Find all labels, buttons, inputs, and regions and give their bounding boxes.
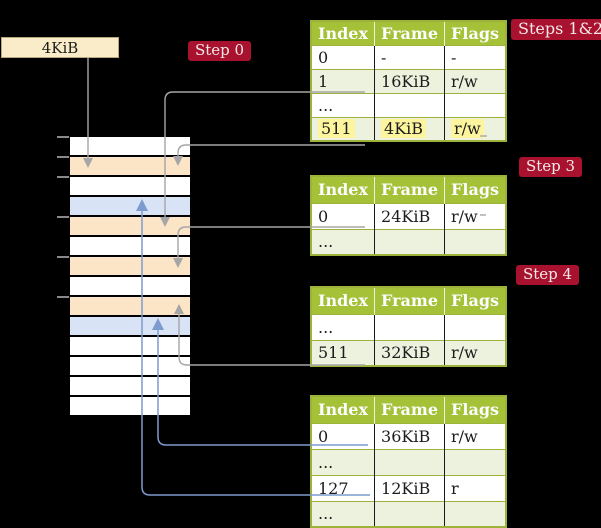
col-header-frame: Frame bbox=[374, 21, 445, 45]
table-row: ... bbox=[311, 500, 507, 527]
frame-address-label: 4KiB bbox=[41, 38, 79, 57]
table-row: 0 36KiB r/w bbox=[311, 422, 507, 449]
cell-index: ... bbox=[311, 313, 375, 340]
page-table-level1: Index Frame Flags 0 36KiB r/w ... 127 12… bbox=[310, 395, 508, 528]
cell-frame: 12KiB bbox=[374, 474, 445, 501]
col-header-flags: Flags bbox=[444, 176, 507, 203]
memory-row-white bbox=[70, 137, 190, 155]
table-header-row: Index Frame Flags bbox=[311, 21, 507, 45]
cell-frame: 36KiB bbox=[374, 422, 445, 449]
cell-flags: r/w bbox=[444, 339, 507, 366]
highlight: 511 bbox=[318, 119, 355, 139]
memory-tick bbox=[57, 256, 69, 258]
cell-frame: 32KiB bbox=[374, 339, 445, 366]
cell-flags bbox=[444, 448, 507, 475]
memory-row-white bbox=[70, 277, 190, 295]
cell-frame bbox=[374, 448, 445, 475]
cell-flags: r/w bbox=[444, 116, 507, 141]
cell-index: 0 bbox=[311, 422, 375, 449]
cell-index: 511 bbox=[311, 339, 375, 366]
table-row: 0 24KiB r/w bbox=[311, 202, 507, 229]
arrow-t1row511-to-memory bbox=[177, 144, 365, 156]
cell-flags: r/w bbox=[444, 68, 507, 93]
cell-index: 0 bbox=[311, 202, 375, 229]
table-row: 0 - - bbox=[311, 44, 507, 69]
cell-flags bbox=[444, 92, 507, 117]
memory-row-white bbox=[70, 237, 190, 255]
memory-tick bbox=[57, 176, 69, 178]
cell-flags bbox=[444, 500, 507, 527]
table-row: 127 12KiB r bbox=[311, 474, 507, 501]
memory-row-white bbox=[70, 177, 190, 195]
col-header-index: Index bbox=[311, 287, 375, 314]
page-table-steps12: Index Frame Flags 0 - - 1 16KiB r/w ... … bbox=[310, 20, 508, 142]
memory-row-white bbox=[70, 397, 190, 415]
cell-index: ... bbox=[311, 228, 375, 255]
table-row: ... bbox=[311, 448, 507, 475]
badge-step0: Step 0 bbox=[188, 41, 252, 61]
table-header-row: Index Frame Flags bbox=[311, 287, 507, 314]
col-header-frame: Frame bbox=[374, 176, 445, 203]
cell-frame bbox=[374, 313, 445, 340]
cell-flags: r/w bbox=[444, 422, 507, 449]
badge-step4: Step 4 bbox=[516, 265, 580, 285]
col-header-flags: Flags bbox=[444, 396, 507, 423]
col-header-flags: Flags bbox=[444, 21, 507, 45]
col-header-flags: Flags bbox=[444, 287, 507, 314]
memory-row-orange bbox=[70, 217, 190, 235]
col-header-frame: Frame bbox=[374, 396, 445, 423]
cell-frame: 16KiB bbox=[374, 68, 445, 93]
cell-flags bbox=[444, 228, 507, 255]
cell-frame: 4KiB bbox=[374, 116, 445, 141]
col-header-index: Index bbox=[311, 396, 375, 423]
memory-row-white bbox=[70, 357, 190, 375]
page-table-step4: Index Frame Flags ... 511 32KiB r/w bbox=[310, 286, 508, 367]
cell-flags bbox=[444, 313, 507, 340]
cell-index: 1 bbox=[311, 68, 375, 93]
badge-step3: Step 3 bbox=[519, 157, 583, 177]
cell-flags: r bbox=[444, 474, 507, 501]
col-header-frame: Frame bbox=[374, 287, 445, 314]
cell-frame bbox=[374, 228, 445, 255]
cell-frame bbox=[374, 500, 445, 527]
table-row-highlighted: 511 4KiB r/w bbox=[311, 116, 507, 141]
cell-index: 0 bbox=[311, 44, 375, 69]
table-row: ... bbox=[311, 313, 507, 340]
memory-tick bbox=[57, 136, 69, 138]
cell-index: 127 bbox=[311, 474, 375, 501]
memory-row-orange bbox=[70, 257, 190, 275]
badge-steps12: Steps 1&2 bbox=[511, 19, 601, 40]
page-table-step3: Index Frame Flags 0 24KiB r/w ... bbox=[310, 175, 508, 256]
frame-address-box: 4KiB bbox=[1, 37, 119, 58]
cell-index: ... bbox=[311, 448, 375, 475]
table-row: ... bbox=[311, 228, 507, 255]
table-row: 511 32KiB r/w bbox=[311, 339, 507, 366]
memory-row-blue bbox=[70, 317, 190, 335]
memory-tick bbox=[57, 296, 69, 298]
highlight: 4KiB bbox=[381, 119, 427, 139]
memory-tick bbox=[57, 156, 69, 158]
memory-row-orange bbox=[70, 157, 190, 175]
memory-row-white bbox=[70, 377, 190, 395]
table-row: ... bbox=[311, 92, 507, 117]
cell-frame: 24KiB bbox=[374, 202, 445, 229]
table-header-row: Index Frame Flags bbox=[311, 176, 507, 203]
cell-frame: - bbox=[374, 44, 445, 69]
col-header-index: Index bbox=[311, 176, 375, 203]
table-header-row: Index Frame Flags bbox=[311, 396, 507, 423]
memory-row-blue bbox=[70, 197, 190, 215]
cell-index: 511 bbox=[311, 116, 375, 141]
col-header-index: Index bbox=[311, 21, 375, 45]
memory-row-orange bbox=[70, 297, 190, 315]
table-row: 1 16KiB r/w bbox=[311, 68, 507, 93]
memory-row-white bbox=[70, 337, 190, 355]
cell-flags: - bbox=[444, 44, 507, 69]
highlight: r/w bbox=[451, 119, 484, 139]
cell-index: ... bbox=[311, 500, 375, 527]
memory-tick bbox=[57, 216, 69, 218]
cell-index: ... bbox=[311, 92, 375, 117]
memory-stack bbox=[70, 137, 190, 415]
cell-frame bbox=[374, 92, 445, 117]
cell-flags: r/w bbox=[444, 202, 507, 229]
